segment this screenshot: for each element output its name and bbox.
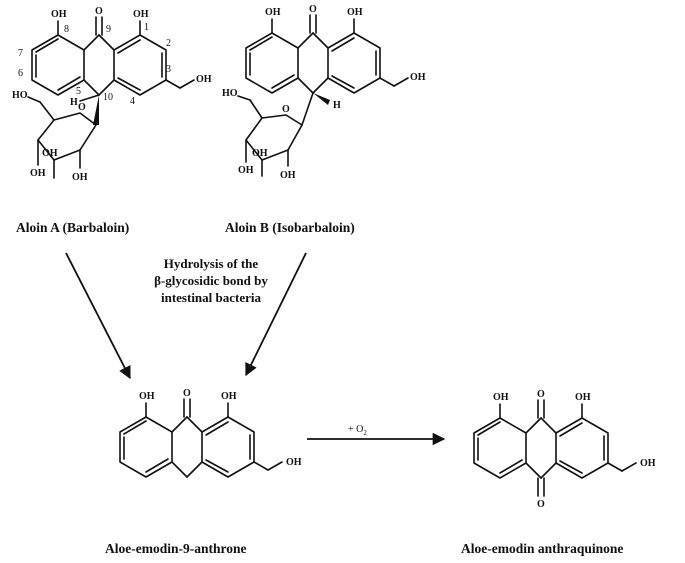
aloin-b-oh-8: OH (265, 7, 281, 18)
aloin-b-ring-o: O (282, 104, 290, 115)
aloin-a-num-4: 4 (130, 96, 135, 107)
aloin-b-ch2oh: OH (410, 72, 426, 83)
oxidation-reagent: + O2 (348, 424, 367, 437)
aloin-a-num-2: 2 (166, 38, 171, 49)
aloin-a-ho-sugar: HO (12, 90, 28, 101)
aloin-a-ch2oh: OH (196, 74, 212, 85)
aloin-a-num-1: 1 (144, 22, 149, 33)
aloin-a-oh-1: OH (133, 9, 149, 20)
aloin-a-num-7: 7 (18, 48, 23, 59)
aloin-b-oh-s1: OH (252, 148, 268, 159)
aloin-a-oh-s3: OH (72, 172, 88, 183)
aloin-b-name: Aloin B (Isobarbaloin) (225, 220, 355, 235)
hydrolysis-note: Hydrolysis of the β-glycosidic bond by i… (154, 256, 268, 305)
hydrolysis-line-3: intestinal bacteria (161, 290, 262, 305)
anthrone-oh-8: OH (139, 391, 155, 402)
hydrolysis-line-2: β-glycosidic bond by (154, 273, 268, 288)
anthraquinone-o-10: O (537, 499, 545, 510)
anthrone-name: Aloe-emodin-9-anthrone (105, 541, 247, 556)
arrow-aloin-b-to-anthrone (245, 252, 307, 377)
aloin-a-oh-s1: OH (42, 148, 58, 159)
anthraquinone-oh-8: OH (493, 392, 509, 403)
aloin-a-num-9: 9 (106, 24, 111, 35)
hydrolysis-line-1: Hydrolysis of the (164, 256, 259, 271)
aloin-a-num-6: 6 (18, 68, 23, 79)
aloin-b-ho-sugar: HO (222, 88, 238, 99)
aloin-a-num-5: 5 (76, 86, 81, 97)
anthrone-labels: OH O OH OH (139, 388, 302, 468)
anthrone-ch2oh: OH (286, 457, 302, 468)
anthraquinone-ch2oh: OH (640, 458, 656, 469)
aloin-a-structure (27, 16, 195, 179)
aloin-b-oh-s3: OH (280, 170, 296, 181)
anthrone-o-9: O (183, 388, 191, 399)
anthraquinone-o-9: O (537, 389, 545, 400)
aloin-a-oh-8: OH (51, 9, 67, 20)
aloin-a-num-3: 3 (166, 64, 171, 75)
anthrone-structure (119, 398, 283, 478)
aloin-a-name: Aloin A (Barbaloin) (16, 220, 129, 235)
anthraquinone-labels: OH O OH OH O (493, 389, 656, 510)
aloin-a-num-8: 8 (64, 24, 69, 35)
aloin-a-ring-o: O (78, 102, 86, 113)
anthraquinone-oh-1: OH (575, 392, 591, 403)
aloin-a-oh-s2: OH (30, 168, 46, 179)
aloin-b-oh-s2: OH (238, 165, 254, 176)
aloin-a-h-10: H (70, 97, 78, 108)
aloin-b-structure (237, 14, 409, 177)
aloin-a-o-9: O (95, 6, 103, 17)
aloin-a-num-10: 10 (103, 92, 113, 103)
aloin-b-oh-1: OH (347, 7, 363, 18)
anthraquinone-name: Aloe-emodin anthraquinone (461, 541, 623, 556)
aloin-a-labels: OH O OH OH H O HO OH OH OH 1 2 3 4 5 6 7… (12, 6, 212, 183)
anthrone-oh-1: OH (221, 391, 237, 402)
aloin-b-o-9: O (309, 4, 317, 15)
aloin-b-labels: OH O OH OH H O HO OH OH OH (222, 4, 426, 181)
aloin-b-h-10: H (333, 100, 341, 111)
arrow-aloin-a-to-anthrone (65, 252, 131, 380)
anthraquinone-structure (473, 399, 637, 497)
